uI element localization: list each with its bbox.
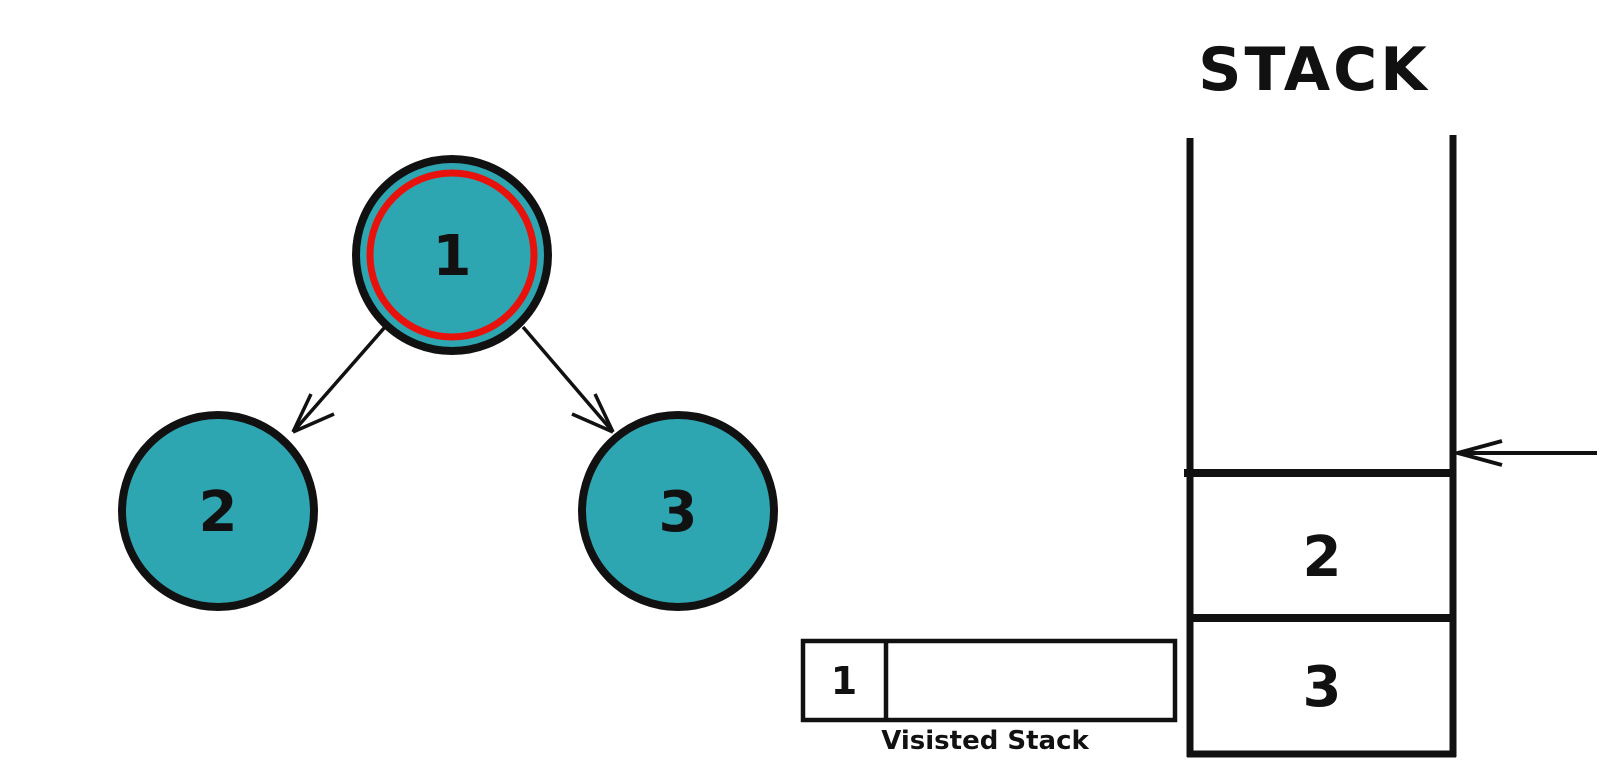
visited-stack-caption: Visisted Stack bbox=[881, 726, 1089, 756]
stack-container bbox=[1184, 135, 1457, 758]
stack-pointer-arrow bbox=[1450, 439, 1597, 467]
tree-node-3: 3 bbox=[578, 411, 778, 611]
node-1-highlight-ring bbox=[366, 169, 538, 341]
edge-1-2 bbox=[291, 325, 387, 434]
edge-1-3 bbox=[521, 325, 615, 434]
stack-item-3: 3 bbox=[1303, 655, 1342, 720]
node-2-label: 2 bbox=[199, 480, 238, 545]
visited-stack-box bbox=[800, 638, 1178, 723]
node-3-label: 3 bbox=[659, 480, 698, 545]
stack-pointer-head bbox=[1450, 439, 1503, 467]
edge-1-2-arrowhead bbox=[291, 393, 335, 434]
stack-title: STACK bbox=[1198, 35, 1429, 105]
edge-1-3-arrowhead bbox=[571, 393, 615, 434]
node-2-circle bbox=[118, 411, 318, 611]
visited-item-1: 1 bbox=[831, 659, 857, 703]
tree-edges bbox=[291, 325, 615, 434]
stack-item-2: 2 bbox=[1303, 525, 1342, 590]
tree-node-1: 1 bbox=[352, 155, 552, 355]
node-1-circle bbox=[352, 155, 552, 355]
visited-stack: 1 Visisted Stack bbox=[800, 638, 1178, 756]
tree-node-2: 2 bbox=[118, 411, 318, 611]
node-3-circle bbox=[578, 411, 778, 611]
node-1-label: 1 bbox=[433, 224, 472, 289]
